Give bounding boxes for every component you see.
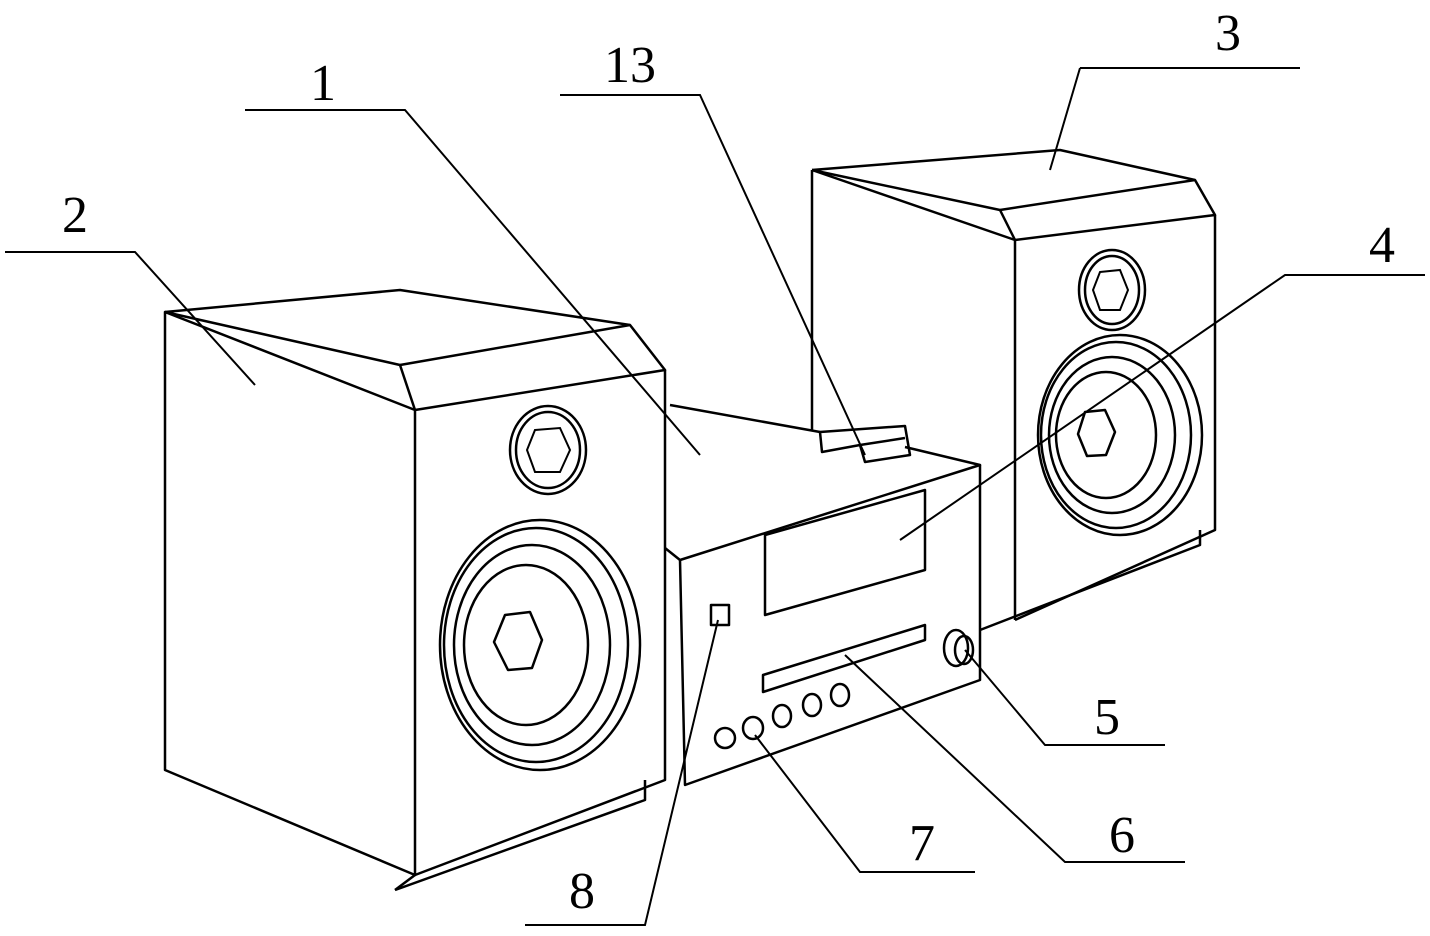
label-8: 8 bbox=[569, 863, 595, 920]
label-7: 7 bbox=[909, 815, 935, 872]
left-woofer bbox=[440, 520, 640, 770]
dock-13 bbox=[820, 426, 910, 462]
left-tweeter bbox=[510, 406, 586, 494]
label-5: 5 bbox=[1094, 689, 1120, 746]
label-13: 13 bbox=[604, 37, 656, 94]
ir-window bbox=[711, 605, 729, 625]
label-3: 3 bbox=[1215, 5, 1241, 62]
right-speaker bbox=[812, 150, 1215, 630]
label-4: 4 bbox=[1369, 217, 1395, 274]
label-1: 1 bbox=[310, 55, 336, 112]
left-speaker bbox=[165, 290, 665, 890]
control-buttons bbox=[715, 684, 849, 748]
main-unit bbox=[665, 405, 980, 785]
label-2: 2 bbox=[62, 187, 88, 244]
disc-slot bbox=[763, 625, 925, 692]
right-woofer bbox=[1038, 335, 1202, 535]
label-6: 6 bbox=[1109, 807, 1135, 864]
volume-knob bbox=[944, 630, 973, 666]
right-tweeter bbox=[1079, 250, 1145, 330]
leader-lines bbox=[5, 68, 1425, 925]
